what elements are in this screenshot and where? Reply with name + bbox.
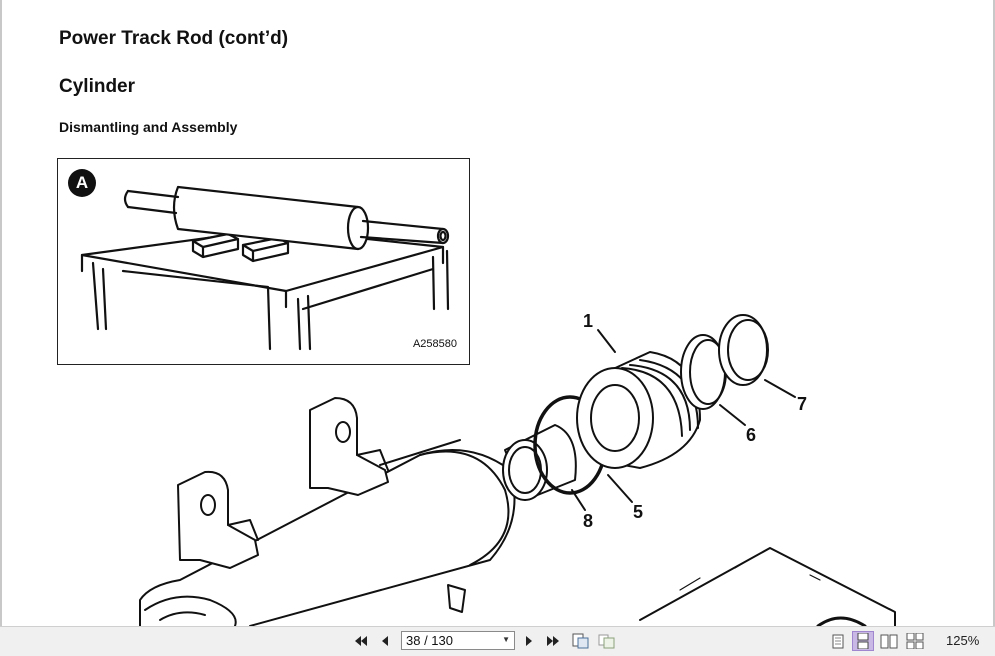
document-page: Power Track Rod (cont’d) Cylinder Disman… [0,0,995,626]
page-number-select[interactable]: 38 / 130 ▼ [401,631,515,650]
inset-figure: A A258580 [57,158,470,365]
callout-8: 8 [583,511,594,531]
chevron-down-icon: ▼ [502,635,510,644]
viewer-toolbar: 38 / 130 ▼ 125% [0,626,995,656]
callout-1: 1 [583,311,594,331]
first-page-icon[interactable] [353,631,369,651]
callout-7: 7 [797,394,808,414]
two-page-view-icon[interactable] [879,631,899,651]
figure-badge: A [68,169,96,197]
previous-page-icon[interactable] [379,631,391,651]
thumbnail-icon[interactable] [597,631,615,651]
subsection-heading: Dismantling and Assembly [59,119,238,135]
two-page-continuous-view-icon[interactable] [905,631,925,651]
single-page-view-icon[interactable] [829,631,847,651]
zoom-level[interactable]: 125% [946,633,980,648]
inset-illustration [80,185,450,351]
section-heading: Cylinder [59,76,136,97]
next-page-icon[interactable] [523,631,535,651]
last-page-icon[interactable] [545,631,561,651]
figure-reference: A258580 [412,338,457,350]
callout-5: 5 [633,502,644,522]
callout-6: 6 [746,425,757,445]
page-border-right [993,0,995,626]
fit-page-icon[interactable] [571,631,589,651]
page-number-value: 38 / 130 [406,633,453,648]
page-title: Power Track Rod (cont’d) [59,28,289,49]
page-border-left [0,0,2,626]
exploded-view-illustration [139,314,896,626]
continuous-view-icon[interactable] [852,631,874,651]
